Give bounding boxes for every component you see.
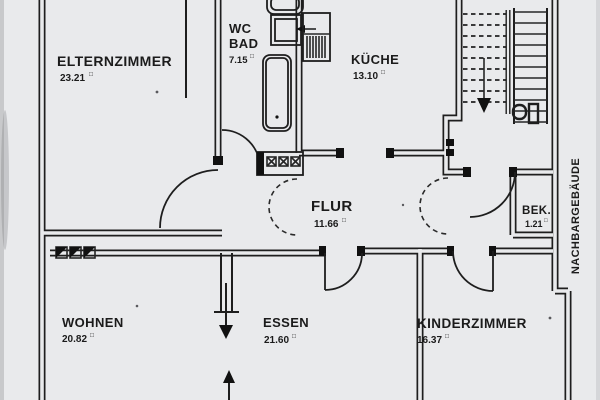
door-swing-wc-bad: [221, 129, 261, 169]
staircase: [463, 8, 548, 125]
room-area-kinderzimmer: 16.37: [417, 335, 442, 346]
room-label-flur: FLUR: [311, 198, 353, 215]
stairs-down-arrow-icon: [477, 98, 491, 113]
bathtub-icon: [262, 54, 292, 132]
door-swing-kinderzimmer: [452, 250, 494, 292]
room-label-elternzimmer: ELTERNZIMMER: [57, 53, 172, 69]
room-label-wc: WC: [229, 21, 252, 36]
unit-wc-bad: □: [250, 53, 254, 60]
dashed-swing-left: [268, 178, 298, 236]
stair-flight-dashed: [463, 13, 506, 113]
radiator-flur: [256, 151, 304, 176]
door-swing-entrance: [469, 171, 516, 218]
door-swing-essen: [324, 252, 363, 291]
room-area-wc-bad: 7.15: [229, 55, 248, 66]
room-area-flur: 11.66: [314, 219, 339, 230]
stair-landing-post: [527, 102, 540, 125]
room-area-wohnen: 20.82: [62, 334, 87, 345]
room-labels: ELTERNZIMMER 23.21 □ WC BAD 7.15 □ KÜCHE…: [57, 21, 582, 346]
door-swing-elternzimmer: [159, 169, 219, 229]
room-label-essen: ESSEN: [263, 315, 309, 330]
arrow-down-icon: [219, 325, 233, 339]
appliance-icon: [302, 12, 331, 62]
stair-landing-door: [511, 103, 528, 121]
arrow-up-icon: [223, 370, 235, 383]
walls: [38, 0, 572, 400]
dashed-swing-kueche: [419, 177, 449, 235]
toilet-icon: [266, 0, 304, 15]
unit-flur: □: [342, 217, 346, 224]
unit-wohnen: □: [90, 332, 94, 339]
neighbor-building-label: NACHBARGEBÄUDE: [569, 158, 582, 274]
fixtures: [55, 0, 331, 259]
stair-flight-solid: [513, 8, 548, 124]
unit-kinderzimmer: □: [445, 333, 449, 340]
room-label-bad: BAD: [229, 36, 258, 51]
room-area-essen: 21.60: [264, 335, 289, 346]
unit-bek: □: [544, 218, 548, 224]
room-area-kueche: 13.10: [353, 71, 378, 82]
room-label-kueche: KÜCHE: [351, 52, 399, 67]
room-label-kinderzimmer: KINDERZIMMER: [417, 316, 527, 331]
unit-kueche: □: [381, 69, 385, 76]
room-label-wohnen: WOHNEN: [62, 315, 124, 330]
radiator-wohnen: [55, 246, 96, 259]
plan-arrows: [219, 283, 235, 400]
room-area-elternzimmer: 23.21: [60, 73, 85, 84]
room-area-bek: 1.21: [525, 219, 543, 229]
unit-elternzimmer: □: [89, 71, 93, 78]
room-label-bek: BEK.: [522, 205, 551, 217]
unit-essen: □: [292, 333, 296, 340]
